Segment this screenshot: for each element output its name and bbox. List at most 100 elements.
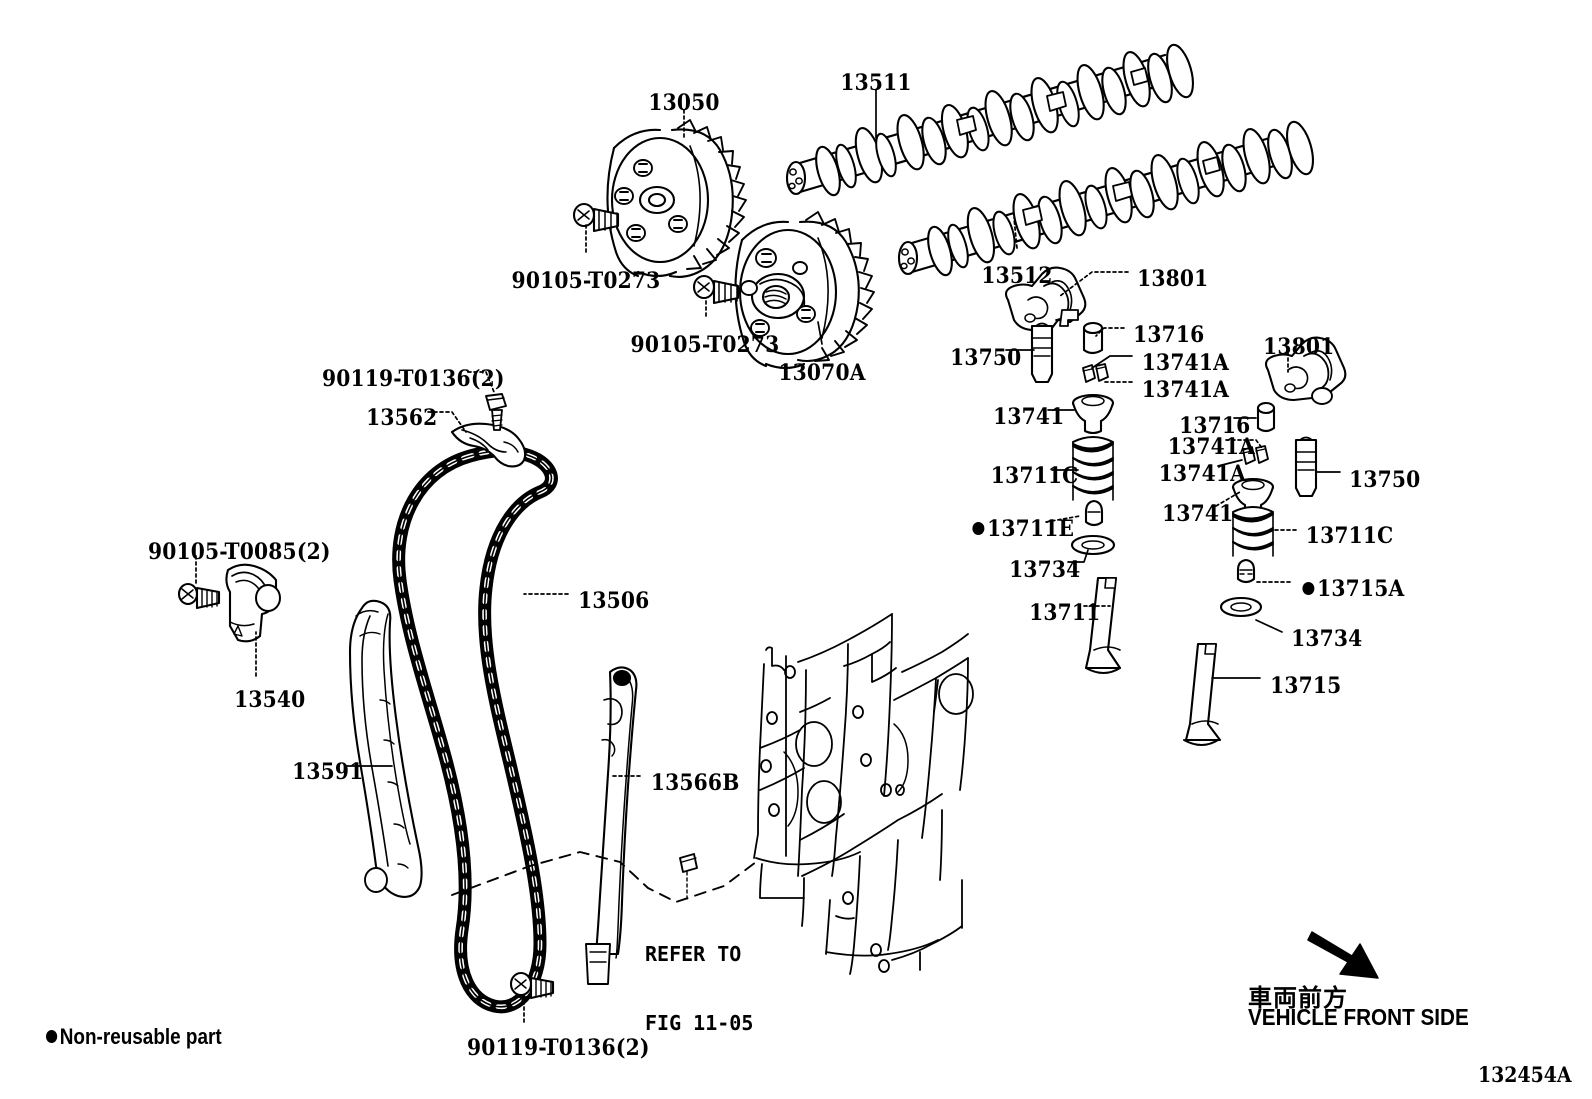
part-number-text: 13506 [578, 588, 650, 614]
part-13716-cap-lower [1256, 401, 1276, 433]
part-number-text: 13741A [1141, 377, 1230, 403]
part-label-13750a: 13750 [950, 347, 1021, 369]
part-label-13591: 13591 [292, 761, 363, 783]
refer-dashed-line [451, 851, 757, 903]
part-number-text: 13562 [366, 405, 438, 431]
non-reusable-bullet-icon [46, 1029, 58, 1043]
part-number-text: 13711C [1305, 523, 1394, 549]
part-number-text: 13801 [1263, 334, 1335, 360]
part-13711c-spring-lower [1232, 506, 1274, 557]
part-number-text: 13711E [987, 516, 1075, 542]
part-label-90119b: 90119-T0136(2) [467, 1037, 650, 1059]
part-label-13750b: 13750 [1349, 469, 1420, 491]
part-number-text: 13711 [1029, 600, 1101, 626]
part-13562-chain-damper [450, 422, 527, 468]
part-label-13716b: 13716 [1179, 415, 1250, 437]
part-number-text: 13801 [1137, 266, 1209, 292]
refer-to-fig-note: REFER TO FIG 11-05 [645, 897, 753, 1081]
part-13750-lash-adjuster-upper [1030, 322, 1054, 384]
part-13801-rocker-lower [1264, 336, 1347, 405]
part-label-13741ad: 13741A [1159, 463, 1246, 485]
part-label-13741b: 13741 [1162, 503, 1233, 525]
part-13711-valve [1084, 576, 1122, 674]
part-number-text: 13716 [1179, 413, 1251, 439]
part-13050-timing-gear [606, 119, 747, 278]
part-label-90105-t0273b: 90105-T0273 [631, 334, 780, 356]
part-13711e-stem-seal [1084, 499, 1104, 527]
part-13801-rocker-upper [1004, 266, 1087, 332]
part-13734-seat-upper [1070, 534, 1116, 556]
part-label-13741ac: 13741A [1168, 436, 1255, 458]
part-label-13801a: 13801 [1137, 268, 1208, 290]
part-label-90105-t0085: 90105-T0085(2) [148, 541, 331, 563]
non-reusable-bullet-icon [972, 521, 985, 535]
part-label-13741a: 13741 [993, 406, 1064, 428]
part-label-13715a: 13715A [1302, 578, 1404, 600]
part-number-text: 13750 [950, 345, 1022, 371]
part-number-text: 13741A [1158, 461, 1247, 487]
part-number-text: 90105-T0085(2) [147, 539, 331, 565]
part-label-13070a: 13070A [778, 362, 865, 384]
part-number-text: 90119-T0136(2) [321, 366, 505, 392]
part-label-13734b: 13734 [1291, 628, 1362, 650]
part-number-text: 13050 [648, 90, 720, 116]
part-number-text: 13512 [981, 263, 1053, 289]
part-label-90105-t0273a: 90105-T0273 [512, 270, 661, 292]
part-number-text: 13741A [1141, 350, 1230, 376]
refer-dowel-pin [679, 853, 698, 901]
part-number-text: 13750 [1349, 467, 1421, 493]
part-label-13734a: 13734 [1009, 559, 1080, 581]
part-label-13562: 13562 [366, 407, 437, 429]
part-number-text: 13734 [1291, 626, 1363, 652]
part-13540-chain-tensioner [225, 563, 281, 643]
part-label-13711ca: 13711C [991, 465, 1079, 487]
leader-lines [195, 89, 1341, 1023]
part-90105-t0273-bolt-right [692, 274, 740, 305]
part-label-13512: 13512 [981, 265, 1052, 287]
vehicle-front-japanese: 車両前方 [1248, 984, 1348, 1012]
part-number-text: 13511 [840, 70, 912, 96]
part-number-text: 13741A [1167, 434, 1256, 460]
part-number-text: 90105-T0273 [511, 268, 661, 294]
part-label-13540: 13540 [234, 689, 305, 711]
part-number-text: 90105-T0273 [630, 332, 780, 358]
part-13566b-tensioner-slipper [585, 666, 638, 985]
part-number-text: 13715 [1270, 673, 1342, 699]
part-label-13715: 13715 [1270, 675, 1341, 697]
part-90119-t0136-bolt-bottom [509, 971, 555, 1000]
engine-block-outline [753, 613, 974, 975]
part-label-13711cb: 13711C [1306, 525, 1394, 547]
vehicle-front-arrow [1307, 931, 1379, 979]
part-number-text: 13741 [993, 404, 1065, 430]
part-13716-cap-upper [1082, 321, 1104, 355]
part-90119-t0136-bolt-top [485, 393, 507, 431]
part-number-text: 13711C [990, 463, 1079, 489]
part-13506-timing-chain [392, 444, 558, 1014]
part-number-text: 13715A [1317, 576, 1405, 602]
part-number-text: 13070A [778, 360, 866, 386]
part-label-13506: 13506 [578, 590, 649, 612]
part-13591-chain-guide [348, 599, 423, 898]
part-number-text: 90119-T0136(2) [466, 1035, 650, 1061]
non-reusable-bullet-icon [1302, 581, 1315, 595]
legend-text: Non-reusable part [59, 1024, 222, 1049]
part-90105-t0273-bolt-left [572, 202, 620, 233]
part-number-text: 13741 [1162, 501, 1234, 527]
part-label-13050: 13050 [648, 92, 719, 114]
legend-non-reusable: Non-reusable part [46, 1024, 222, 1050]
part-label-13741ab: 13741A [1142, 379, 1229, 401]
part-label-13566b: 13566B [651, 772, 740, 794]
part-label-13741aa: 13741A [1142, 352, 1229, 374]
part-number-text: 13716 [1133, 322, 1205, 348]
refer-line-1: REFER TO [645, 942, 742, 966]
part-number-text: 13734 [1009, 557, 1081, 583]
vehicle-front-english: VEHICLE FRONT SIDE [1248, 1004, 1469, 1030]
part-13741-retainer-upper [1071, 393, 1115, 435]
part-number-text: 13566B [650, 770, 740, 796]
part-13512-camshaft [897, 120, 1314, 277]
part-label-13801b: 13801 [1263, 336, 1334, 358]
figure-code: 132454A [1478, 1062, 1572, 1087]
part-label-90119a: 90119-T0136(2) [322, 368, 505, 390]
